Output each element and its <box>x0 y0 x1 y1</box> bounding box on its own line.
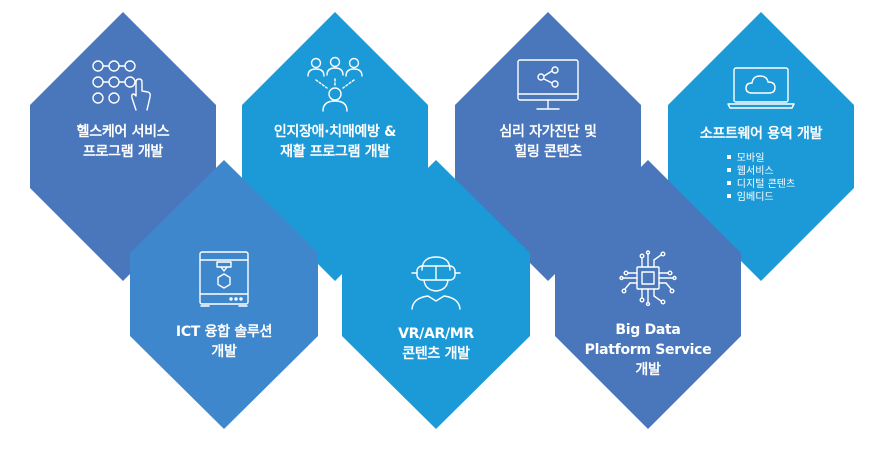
hexagon-dementia <box>242 12 428 281</box>
title-line: 프로그램 개발 <box>82 144 164 160</box>
title-line: 헬스케어 서비스 <box>76 124 170 140</box>
list-item: 임베디드 <box>727 191 795 204</box>
tile-dementia-title: 인지장애·치매예방 & 재활 프로그램 개발 <box>274 122 396 162</box>
title-line: 힐링 콘텐츠 <box>514 144 582 160</box>
tile-software-title: 소프트웨어 용역 개발 <box>699 124 823 144</box>
tile-ict-title: ICT 융합 솔루션 개발 <box>176 322 272 362</box>
3d-printer-icon <box>199 251 249 307</box>
list-item: 디지털 콘텐츠 <box>727 178 795 191</box>
title-line: ICT 융합 솔루션 <box>175 324 273 340</box>
title-line: 개발 <box>635 362 661 378</box>
title-line: Platform Service <box>584 342 712 358</box>
cpu-chip-icon <box>619 250 677 306</box>
title-line: 콘텐츠 개발 <box>402 346 470 362</box>
vr-headset-icon <box>411 256 461 310</box>
tile-software: 소프트웨어 용역 개발 모바일 웹서비스 디지털 콘텐츠 임베디드 <box>681 66 841 204</box>
people-network-icon <box>307 56 363 112</box>
title-line: 개발 <box>211 344 237 360</box>
list-item: 모바일 <box>727 152 795 165</box>
tile-bigdata-title: Big Data Platform Service 개발 <box>585 320 712 380</box>
hexagon-healthcare <box>30 12 216 281</box>
grid-touch-icon <box>92 60 151 111</box>
tile-dementia: 인지장애·치매예방 & 재활 프로그램 개발 <box>255 56 415 162</box>
hexagon-software <box>668 12 854 281</box>
title-line: VR/AR/MR <box>398 326 474 342</box>
tile-vr: VR/AR/MR 콘텐츠 개발 <box>356 254 516 364</box>
title-line: 소프트웨어 용역 개발 <box>699 126 823 142</box>
tile-psychology-title: 심리 자가진단 및 힐링 콘텐츠 <box>499 122 597 162</box>
title-line: 심리 자가진단 및 <box>499 124 597 140</box>
hexagon-vr <box>342 160 530 429</box>
tile-bigdata: Big Data Platform Service 개발 <box>568 250 728 380</box>
title-line: 재활 프로그램 개발 <box>280 144 390 160</box>
tile-healthcare: 헬스케어 서비스 프로그램 개발 <box>43 58 203 162</box>
tile-ict: ICT 융합 솔루션 개발 <box>144 250 304 362</box>
software-bullet-list: 모바일 웹서비스 디지털 콘텐츠 임베디드 <box>727 152 795 204</box>
list-item: 웹서비스 <box>727 165 795 178</box>
title-line: Big Data <box>615 322 681 338</box>
tile-psychology: 심리 자가진단 및 힐링 콘텐츠 <box>468 58 628 162</box>
title-line: 인지장애·치매예방 & <box>273 124 397 140</box>
laptop-cloud-icon <box>727 67 795 109</box>
tile-healthcare-title: 헬스케어 서비스 프로그램 개발 <box>77 122 170 162</box>
monitor-share-icon <box>517 59 579 110</box>
tile-vr-title: VR/AR/MR 콘텐츠 개발 <box>398 324 474 364</box>
